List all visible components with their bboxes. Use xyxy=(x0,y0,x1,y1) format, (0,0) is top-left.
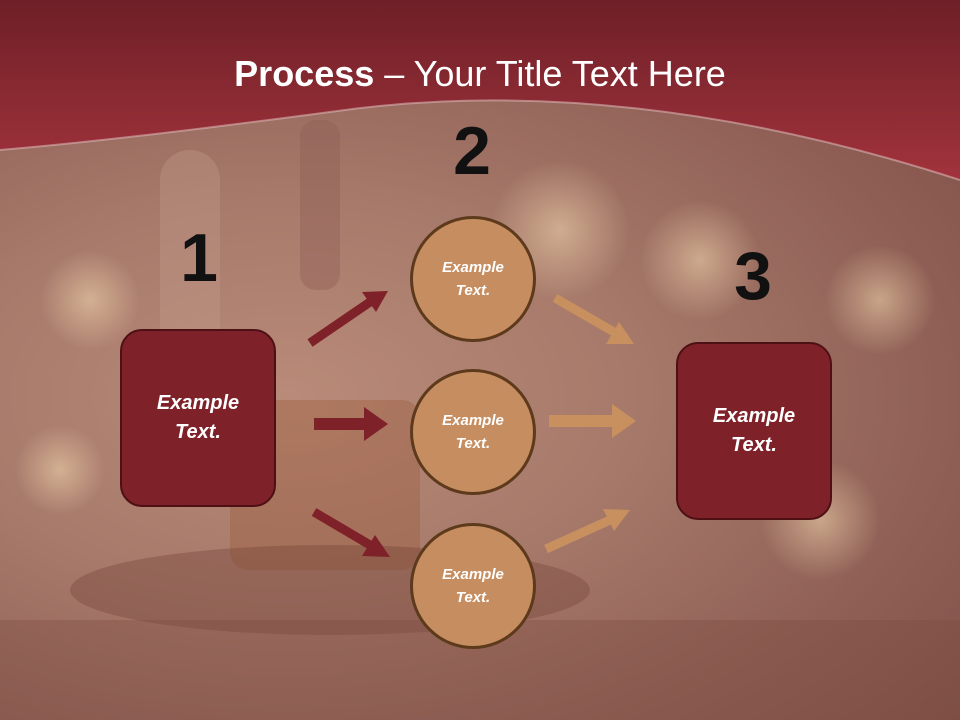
step-number-1: 1 xyxy=(180,220,218,296)
circle-middle: Example Text. xyxy=(410,369,536,495)
arrow-to-bottom-circle xyxy=(311,508,390,557)
step-3-text: Example Text. xyxy=(712,405,796,456)
circle-middle-text: Example Text. xyxy=(442,412,504,452)
circle-top: Example Text. xyxy=(410,216,536,342)
step-1-box: Example Text. xyxy=(120,329,276,507)
step-3-box: Example Text. xyxy=(676,342,832,520)
arrow-from-middle-circle xyxy=(549,404,636,438)
step-number-2: 2 xyxy=(453,113,491,189)
step-number-3: 3 xyxy=(734,238,772,314)
circle-bottom: Example Text. xyxy=(410,523,536,649)
arrow-to-middle-circle xyxy=(314,407,388,441)
circle-top-text: Example Text. xyxy=(442,259,504,299)
arrow-from-bottom-circle xyxy=(544,509,630,554)
title-rest: – Your Title Text Here xyxy=(374,53,726,94)
title-bold: Process xyxy=(234,53,375,94)
circle-bottom-text: Example Text. xyxy=(442,566,504,606)
arrow-to-top-circle xyxy=(307,291,388,347)
step-1-text: Example Text. xyxy=(156,392,240,443)
slide-title: Process – Your Title Text Here xyxy=(0,52,960,96)
arrow-from-top-circle xyxy=(552,294,634,344)
